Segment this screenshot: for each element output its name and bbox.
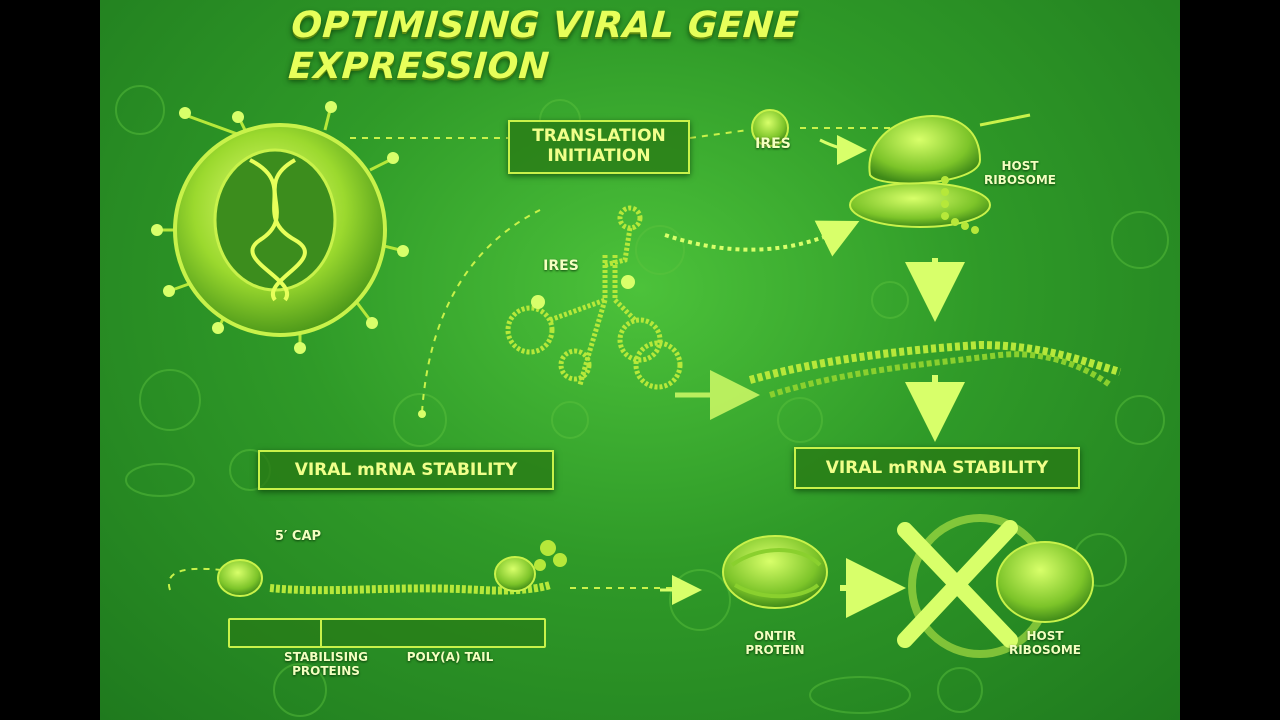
virus-icon xyxy=(151,101,409,354)
translation-initiation-box: TRANSLATION INITIATION xyxy=(508,120,690,174)
host-ribosome-bottom-label: HOST RIBOSOME xyxy=(1008,629,1082,657)
ribosome-icon xyxy=(849,113,1031,234)
ontir-protein-label: ONTIR PROTEIN xyxy=(745,629,805,657)
polya-tail-label: POLY(A) TAIL xyxy=(406,650,494,664)
viral-mrna-stability-box-right: VIRAL mRNA STABILITY xyxy=(794,447,1080,489)
cross-icon xyxy=(897,514,1094,658)
ires-mid-label: IRES xyxy=(543,258,579,274)
background-cells xyxy=(115,85,1169,717)
title-banner: OPTIMISING VIRAL GENE EXPRESSION xyxy=(287,5,1020,87)
ires-top-label: IRES xyxy=(755,136,791,152)
ires-rna-icon xyxy=(505,205,683,390)
ires-blob-icon xyxy=(751,109,789,147)
mrna-strand-icon xyxy=(748,340,1122,398)
five-cap-label: 5′ CAP xyxy=(274,529,322,544)
stabilising-proteins-label: STABILISING PROTEINS xyxy=(284,650,368,678)
diagram-graphics xyxy=(115,85,1169,717)
diagram-canvas: OPTIMISING VIRAL GENE EXPRESSION TRANSLA… xyxy=(100,0,1180,720)
host-ribosome-top-label: HOST RIBOSOME xyxy=(983,159,1057,187)
viral-mrna-stability-box-left: VIRAL mRNA STABILITY xyxy=(258,450,554,490)
mrna-segment-bar xyxy=(228,618,546,648)
bar-divider xyxy=(320,620,322,646)
ontir-protein-icon xyxy=(722,535,828,609)
capped-mrna-icon xyxy=(217,540,567,597)
diagram-title: OPTIMISING VIRAL GENE EXPRESSION xyxy=(287,5,801,87)
